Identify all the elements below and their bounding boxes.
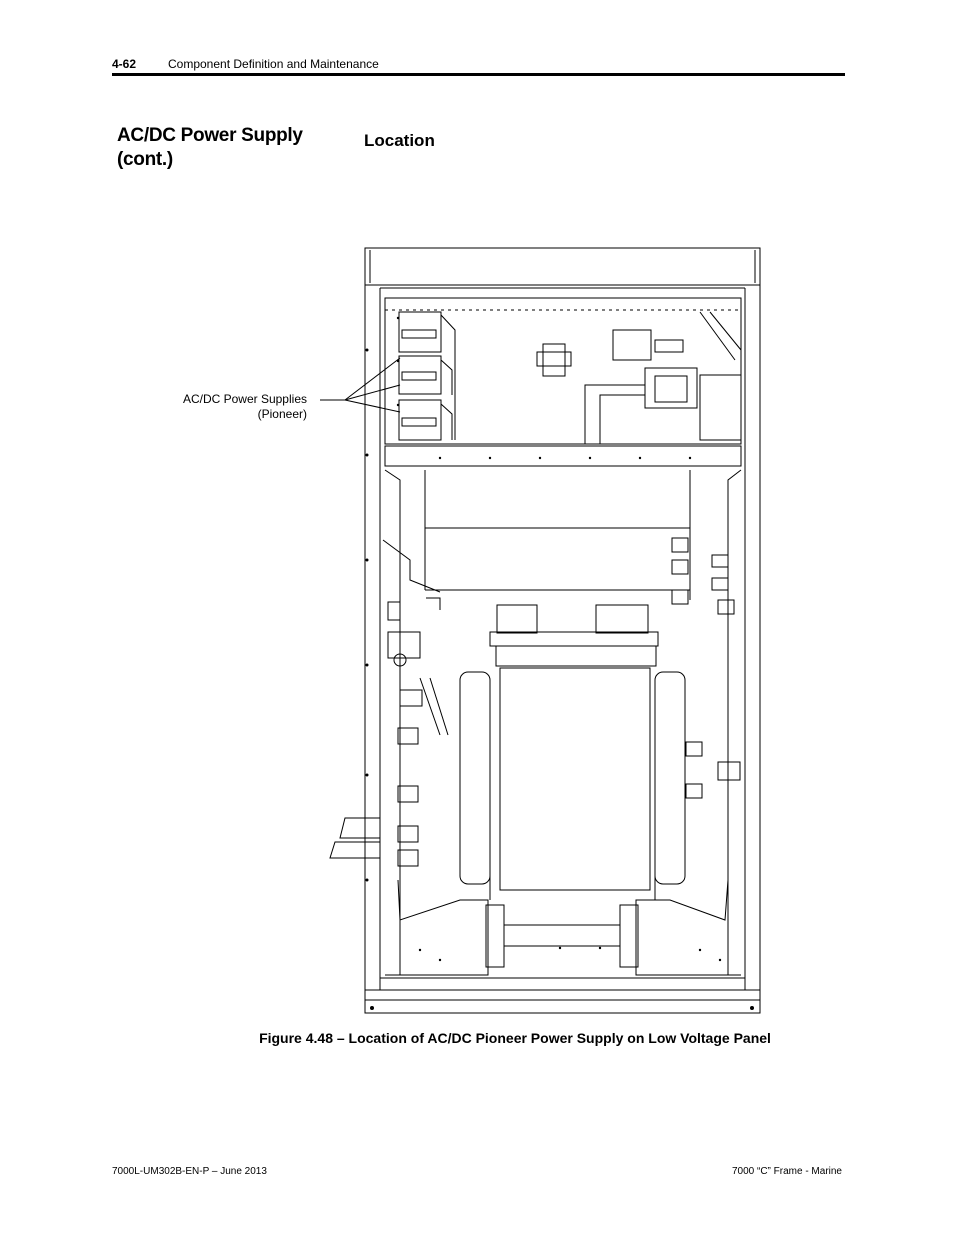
header-rule: [112, 73, 845, 76]
right-capacitor: [654, 671, 686, 885]
left-side-devices: [387, 597, 449, 867]
main-transformer: [499, 667, 651, 891]
footer-product: 7000 “C” Frame - Marine: [731, 1166, 842, 1177]
cabinet-outer-frame: [364, 284, 761, 1014]
callout-leader-lines: [320, 357, 401, 413]
subsection-title: Location: [364, 131, 435, 150]
section-title: AC/DC Power Supply (cont.): [117, 125, 303, 170]
page-number: 4-62: [112, 57, 137, 71]
horizontal-bar: [384, 445, 742, 467]
callout-label-line2: (Pioneer): [257, 407, 307, 421]
bottom-right-plate: [635, 879, 741, 976]
callout-label: AC/DC Power Supplies (Pioneer): [160, 392, 307, 422]
left-capacitor: [459, 671, 491, 885]
figure-caption: Figure 4.48 – Location of AC/DC Pioneer …: [259, 1030, 771, 1046]
right-fuse-block: [619, 904, 639, 968]
low-voltage-panel: [384, 297, 742, 445]
cabinet-top-hood: [364, 247, 761, 286]
footer-doc-id: 7000L-UM302B-EN-P – June 2013: [112, 1166, 267, 1177]
callout-label-line1: AC/DC Power Supplies: [182, 392, 307, 406]
bottom-left-plate: [385, 879, 489, 976]
header-title: Component Definition and Maintenance: [168, 57, 379, 71]
right-side-devices: [671, 537, 741, 799]
left-fuse-block: [485, 904, 505, 968]
pioneer-power-supplies: [398, 311, 456, 441]
cabinet-drawing: [320, 247, 761, 1014]
